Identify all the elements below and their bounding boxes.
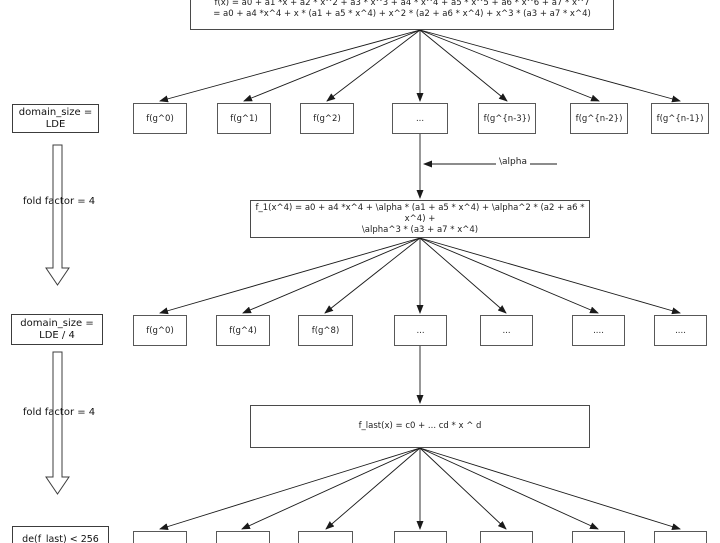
row1-eval-box: f(g^{n-1})	[651, 103, 709, 134]
row1-eval-box: f(g^1)	[217, 103, 271, 134]
row3-eval-box	[298, 531, 353, 543]
domain-size-lde4-line1: domain_size =	[20, 317, 94, 329]
fanout-f1-to-row2	[159, 237, 681, 315]
flast-formula: f_last(x) = c0 + ... cd * x ^ d	[358, 421, 482, 431]
row1-eval-box: f(g^0)	[133, 103, 187, 134]
polynomial-definition-box: f(x) = a0 + a1 *x + a2 * x^2 + a3 * x^3 …	[190, 0, 614, 30]
row2-eval-box: ...	[480, 315, 533, 346]
fold-factor-label-1: fold factor = 4	[22, 196, 96, 207]
row3-eval-box	[480, 531, 533, 543]
domain-size-lde4-box: domain_size = LDE / 4	[11, 314, 103, 345]
row1-eval-box: f(g^{n-2})	[570, 103, 628, 134]
row3-eval-box	[572, 531, 625, 543]
f1-polynomial-box: f_1(x^4) = a0 + a4 *x^4 + \alpha * (a1 +…	[250, 200, 590, 238]
fanout-top-to-row1	[159, 29, 681, 103]
row1-eval-box: ...	[392, 103, 448, 134]
f1-formula-line-2: \alpha^3 * (a3 + a7 * x^4)	[361, 224, 479, 235]
flast-polynomial-box: f_last(x) = c0 + ... cd * x ^ d	[250, 405, 590, 448]
row2-eval-box: ....	[654, 315, 707, 346]
fold-arrow-2	[45, 351, 70, 495]
f1-formula-line-1: f_1(x^4) = a0 + a4 *x^4 + \alpha * (a1 +…	[255, 202, 585, 224]
alpha-arrow-label: \alpha	[496, 157, 530, 167]
row1-eval-box: f(g^2)	[300, 103, 354, 134]
row2-eval-box: f(g^4)	[216, 315, 270, 346]
row2-eval-box: ...	[394, 315, 447, 346]
row1-eval-box: f(g^{n-3})	[478, 103, 536, 134]
row3-eval-box	[394, 531, 447, 543]
row3-eval-box	[216, 531, 270, 543]
row3-eval-box	[133, 531, 187, 543]
row2-eval-box: ....	[572, 315, 625, 346]
fold-factor-label-2: fold factor = 4	[22, 407, 96, 418]
row2-eval-box: f(g^0)	[133, 315, 187, 346]
domain-size-lde4-line2: LDE / 4	[39, 329, 75, 341]
row2-eval-box: f(g^8)	[298, 315, 353, 346]
fanout-flast-to-row3	[159, 447, 681, 530]
formula-line-1: f(x) = a0 + a1 *x + a2 * x^2 + a3 * x^3 …	[214, 0, 590, 8]
fold-arrow-1	[45, 144, 70, 286]
domain-size-lde-line1: domain_size =	[18, 106, 93, 118]
degree-flast-box: de(f_last) < 256	[12, 526, 109, 543]
formula-line-2: = a0 + a4 *x^4 + x * (a1 + a5 * x^4) + x…	[213, 9, 591, 19]
row3-eval-box	[654, 531, 707, 543]
domain-size-lde-line2: LDE	[45, 118, 66, 130]
domain-size-lde-box: domain_size = LDE	[12, 104, 99, 133]
